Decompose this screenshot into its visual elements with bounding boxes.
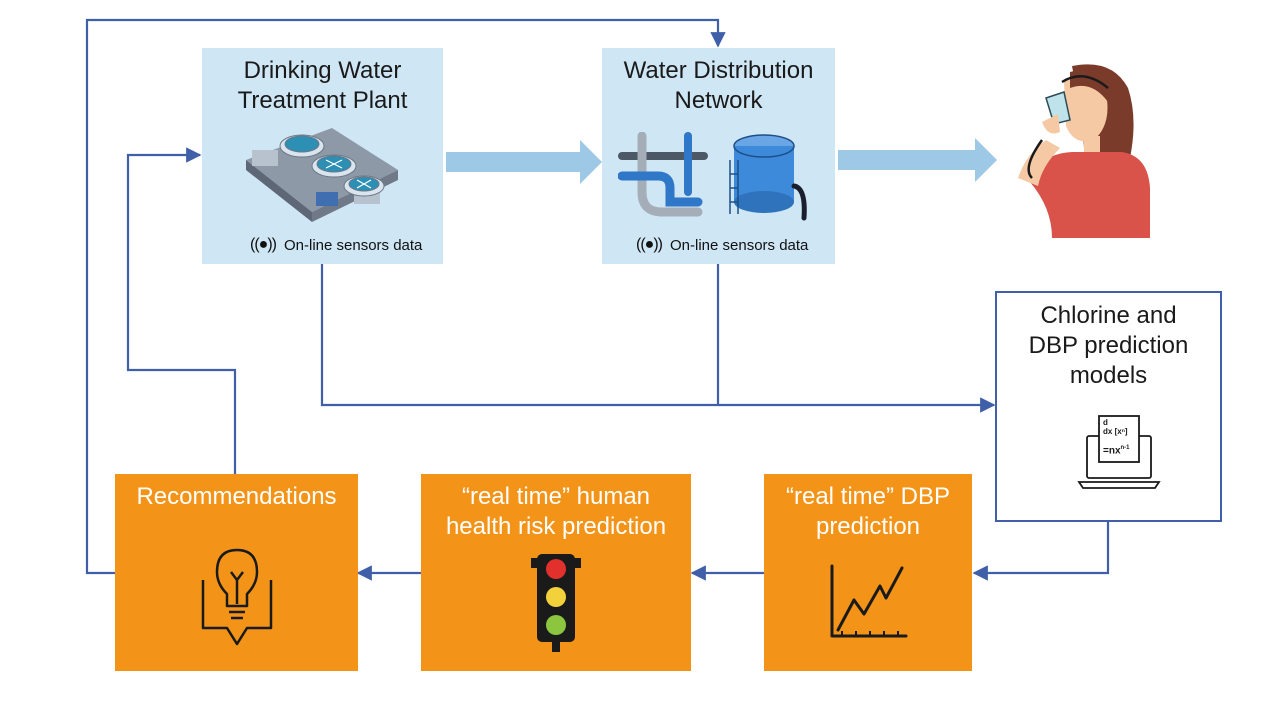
health-risk-title: “real time” human health risk prediction (421, 482, 691, 542)
plant-sensors-to-models-line (320, 264, 996, 413)
formula-d: d (1103, 418, 1108, 427)
distribution-network-title: Water Distribution Network (602, 56, 835, 116)
treatment-plant-title-line2: Treatment Plant (237, 87, 408, 114)
treatment-plant-title-line1: Drinking Water (243, 57, 402, 84)
formula-exponent: n-1 (1120, 445, 1130, 451)
prediction-models-box: Chlorine and DBP prediction models d dx … (995, 291, 1222, 522)
formula-dx: dx (1103, 427, 1113, 436)
treatment-plant-box: Drinking Water Treatment Plant ((●)) On-… (202, 48, 443, 264)
traffic-light-icon (531, 554, 581, 652)
feedback-to-network-line (85, 18, 726, 575)
prediction-models-title-line3: models (1069, 362, 1148, 389)
health-risk-title-line1: “real time” human (461, 483, 651, 510)
line-chart-icon (830, 564, 908, 638)
treatment-plant-sensor-text: On-line sensors data (283, 236, 423, 254)
feedback-to-plant-line (126, 147, 237, 474)
prediction-models-title-line1: Chlorine and (1040, 302, 1177, 329)
water-treatment-plant-icon (246, 128, 398, 222)
distribution-network-box: Water Distribution Network ((●)) On-line… (602, 48, 835, 264)
prediction-models-title: Chlorine and DBP prediction models (997, 301, 1220, 391)
dbp-prediction-title-line1: “real time” DBP (785, 483, 951, 510)
water-tank-icon (729, 134, 807, 221)
flow-arrow-network-to-consumer (838, 138, 997, 182)
treatment-plant-title: Drinking Water Treatment Plant (202, 56, 443, 116)
recommendations-box: Recommendations (115, 474, 358, 671)
dbp-prediction-title-line2: prediction (815, 513, 921, 540)
recommendations-title-line1: Recommendations (136, 483, 337, 510)
distribution-network-title-line1: Water Distribution (623, 57, 814, 84)
formula-xn: [xⁿ] (1114, 427, 1128, 436)
models-to-dbp-line (972, 522, 1110, 581)
dbp-prediction-box: “real time” DBP prediction (764, 474, 972, 671)
distribution-network-sensor-text: On-line sensors data (669, 236, 809, 254)
lightbulb-icon (201, 548, 273, 646)
flow-arrow-plant-to-network (446, 140, 602, 184)
formula-eq: =nx (1103, 445, 1121, 457)
dbp-prediction-title: “real time” DBP prediction (764, 482, 972, 542)
health-risk-box: “real time” human health risk prediction (421, 474, 691, 671)
prediction-models-title-line2: DBP prediction (1028, 332, 1189, 359)
sensor-signal-icon: ((●)) (250, 236, 277, 253)
distribution-network-sensor-label: ((●)) On-line sensors data (636, 236, 808, 254)
person-drinking-icon (1018, 64, 1150, 238)
sensor-signal-icon: ((●)) (636, 236, 663, 253)
pipes-icon (618, 132, 708, 217)
laptop-formula-icon: d dx [xⁿ] =nxn-1 (1077, 414, 1161, 490)
health-risk-title-line2: health risk prediction (445, 513, 667, 540)
treatment-plant-sensor-label: ((●)) On-line sensors data (250, 236, 422, 254)
distribution-network-title-line2: Network (674, 87, 763, 114)
recommendations-title: Recommendations (115, 482, 358, 512)
